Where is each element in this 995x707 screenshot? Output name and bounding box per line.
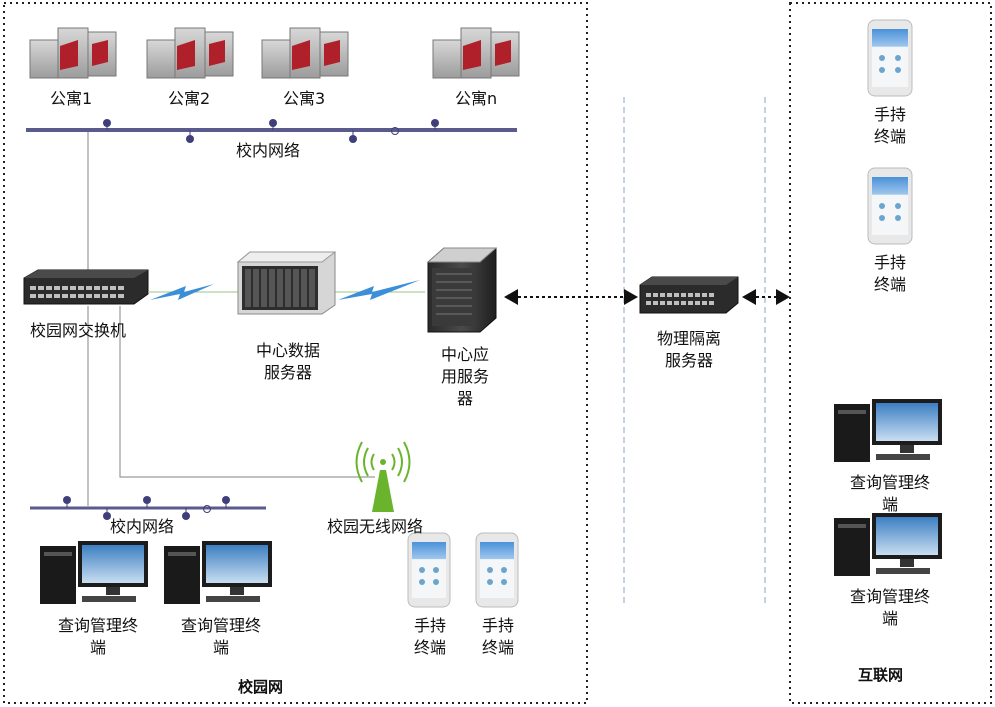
campus-lan-bottom-nodes: [63, 496, 230, 520]
campus-handheld-2-label: 手持 终端: [481, 616, 514, 657]
wireless-network-label: 校园无线网络: [327, 517, 424, 536]
campus-handheld-1-icon: [407, 532, 451, 608]
campus-handheld-1-label: 手持 终端: [413, 616, 446, 657]
internet-query-pc-2-label: 查询管理终 端: [849, 587, 930, 628]
lightning-icon: [150, 284, 214, 300]
apartment-2-label: 公寓2: [168, 89, 211, 108]
internet-zone-label: 互联网: [858, 666, 904, 684]
internet-query-pc-1-icon: [834, 399, 942, 462]
campus-handheld-2-icon: [475, 532, 519, 608]
internet-handheld-2-icon: [867, 167, 913, 245]
app-server-label: 中心应 用服务 器: [440, 345, 489, 408]
apartment-3-gate-icon: [261, 27, 349, 79]
apartment-n-label: 公寓n: [455, 89, 498, 108]
apartment-2-gate-icon: [146, 27, 234, 79]
campus-switch-label: 校园网交换机: [30, 321, 127, 340]
campus-lan-top-label: 校内网络: [236, 141, 301, 160]
wifi-antenna-icon: [355, 441, 411, 512]
campus-zone-border: [3, 2, 588, 704]
apartment-3-label: 公寓3: [283, 89, 326, 108]
internet-handheld-2-label: 手持 终端: [873, 253, 906, 294]
lightning-icon: [338, 280, 420, 300]
data-server-label: 中心数据 服务器: [255, 341, 320, 382]
campus-switch-icon: [23, 269, 149, 305]
campus-query-pc-1-label: 查询管理终 端: [57, 616, 138, 657]
campus-query-pc-1-icon: [40, 541, 148, 604]
apartment-1-label: 公寓1: [50, 89, 93, 108]
internet-handheld-1-icon: [867, 19, 913, 97]
internet-query-pc-2-icon: [834, 513, 942, 576]
campus-lan-top-nodes: [103, 119, 439, 143]
tower-server-icon: [426, 247, 498, 333]
isolation-server-icon: [639, 276, 739, 314]
internet-zone-border: [789, 2, 992, 704]
internet-query-pc-1-label: 查询管理终 端: [849, 473, 930, 514]
apartment-1-gate-icon: [29, 27, 117, 79]
link-switch-to-wireless: [119, 306, 375, 478]
campus-zone-label: 校园网: [238, 678, 284, 696]
internet-handheld-1-label: 手持 终端: [873, 105, 906, 146]
campus-lan-bottom-label: 校内网络: [110, 517, 175, 536]
blade-server-icon: [236, 251, 337, 315]
campus-query-pc-2-icon: [164, 541, 272, 604]
isolation-server-label: 物理隔离 服务器: [656, 329, 721, 370]
apartment-n-gate-icon: [432, 27, 520, 79]
campus-query-pc-2-label: 查询管理终 端: [180, 616, 261, 657]
